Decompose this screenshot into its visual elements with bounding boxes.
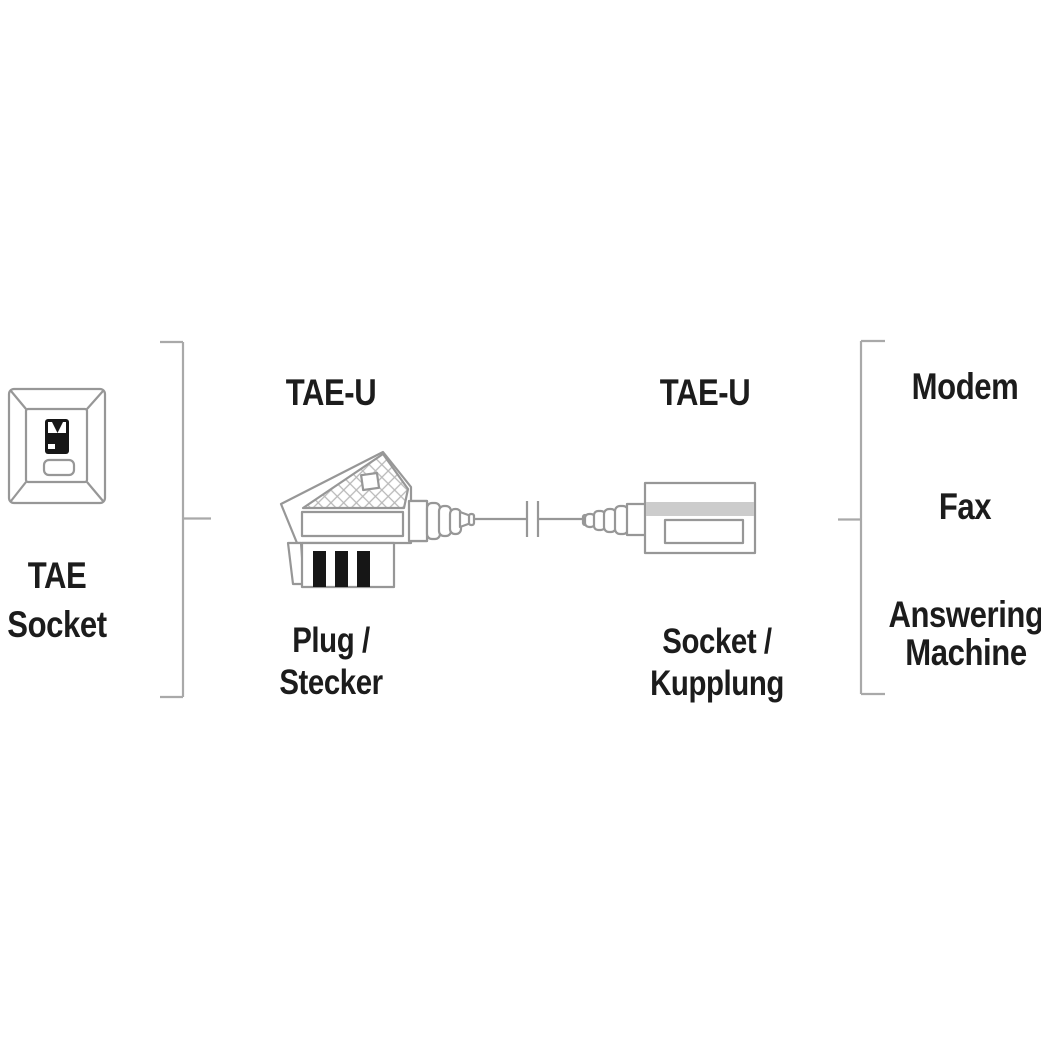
device-label-answering-machine: Answering Machine	[865, 596, 1041, 672]
device-label-modem: Modem	[911, 366, 1019, 407]
plug-grip-hole	[360, 471, 381, 492]
coupling-name-label: Socket / Kupplung	[616, 621, 818, 705]
coupling-name-line2: Kupplung	[650, 664, 784, 703]
device-label-answering-line1: Answering	[888, 594, 1041, 635]
tae-wall-socket-drawing	[7, 387, 107, 505]
plug-neck	[407, 499, 429, 543]
wall-socket-label: TAE Socket	[0, 551, 158, 649]
plug-contact-section	[286, 541, 396, 589]
plug-type-label: TAE-U	[285, 372, 377, 413]
socket-screw-slot	[42, 458, 76, 477]
cable	[473, 501, 585, 537]
coupling-label-window	[663, 518, 745, 545]
coupling-type-label: TAE-U	[659, 372, 751, 413]
tae-u-plug-drawing	[279, 450, 476, 589]
right-bracket	[838, 339, 885, 696]
plug-name-line1: Plug /	[292, 621, 370, 660]
socket-frame-bevels	[10, 390, 104, 502]
wall-socket-label-line2: Socket	[7, 604, 107, 645]
plug-name-line2: Stecker	[279, 663, 383, 702]
tae-u-coupling-drawing	[581, 481, 757, 555]
plug-name-label: Plug / Stecker	[230, 620, 432, 704]
wall-socket-label-line1: TAE	[27, 555, 87, 596]
coupling-name-line1: Socket /	[662, 622, 772, 661]
cable-break-ticks	[525, 501, 540, 537]
plug-grip-texture	[301, 452, 410, 510]
plug-strain-relief-boot	[425, 501, 476, 541]
device-label-answering-line2: Machine	[905, 632, 1027, 673]
device-label-fax: Fax	[938, 486, 992, 527]
plug-blades	[313, 551, 370, 587]
coupling-neck	[625, 502, 648, 537]
left-bracket	[160, 340, 211, 699]
plug-label-window	[300, 510, 405, 538]
coupling-band	[646, 502, 754, 516]
tae-opening	[45, 419, 69, 454]
coupling-strain-relief-boot	[581, 504, 630, 536]
